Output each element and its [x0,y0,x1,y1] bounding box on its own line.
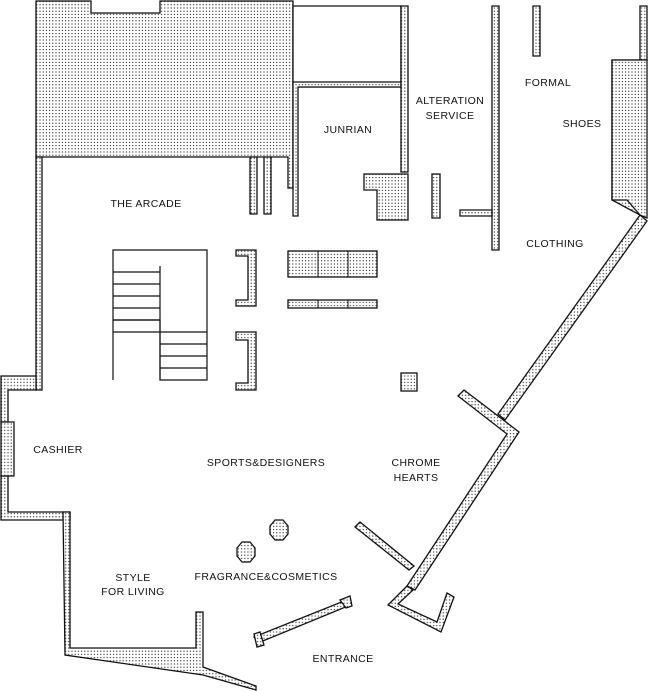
label-hearts: HEARTS [393,472,439,484]
chrome-hearts-wall [406,389,520,591]
bottom-left-wall [62,511,257,691]
entrance-wall-end-left [253,631,265,648]
top-room-box [292,5,402,88]
entrance-right-wall [386,585,455,633]
label-style: STYLE [115,572,151,584]
junrian-right-wall [400,5,409,173]
right-diagonal-wall [497,214,648,421]
top-left-hatched-area [35,0,294,189]
left-outer-wall [35,156,43,391]
label-service: SERVICE [425,110,475,122]
display-table-long [287,250,378,278]
display-cube [400,372,418,392]
arcade-wall-left [249,156,258,215]
junrian-stub [431,173,441,219]
label-shoes: SHOES [562,118,602,130]
shoes-hatched [611,59,648,219]
fragrance-counter-2 [269,519,289,541]
cashier-wall-bottom [0,475,71,521]
staircase [112,249,208,381]
alteration-right-wall [491,5,500,251]
cashier-wall-top [0,375,37,423]
arcade-wall-right [263,156,272,215]
label-junrian: JUNRIAN [323,124,373,136]
label-entrance: ENTRANCE [312,653,374,665]
label-the-arcade: THE ARCADE [110,198,182,210]
chrome-hearts-lower-wall [354,521,416,571]
cashier-alcove [0,421,15,477]
formal-wall-left [532,5,541,57]
display-shelf-long [287,299,378,309]
display-bracket-lower [235,331,257,391]
label-alteration: ALTERATION [415,95,485,107]
junrian-partition [363,173,409,221]
label-chrome: CHROME [391,457,441,469]
label-formal: FORMAL [524,77,572,89]
display-bracket-upper [235,249,257,307]
label-sports-designers: SPORTS&DESIGNERS [206,457,326,469]
label-clothing: CLOTHING [526,238,584,250]
label-fragrance-cosmetics: FRAGRANCE&COSMETICS [194,571,338,583]
entrance-angled-wall [253,600,350,644]
label-cashier: CASHIER [33,444,83,456]
alteration-stub [459,209,493,217]
entrance-wall-end-right [338,595,353,609]
label-for-living: FOR LIVING [101,586,165,598]
fragrance-counter-1 [236,541,256,563]
